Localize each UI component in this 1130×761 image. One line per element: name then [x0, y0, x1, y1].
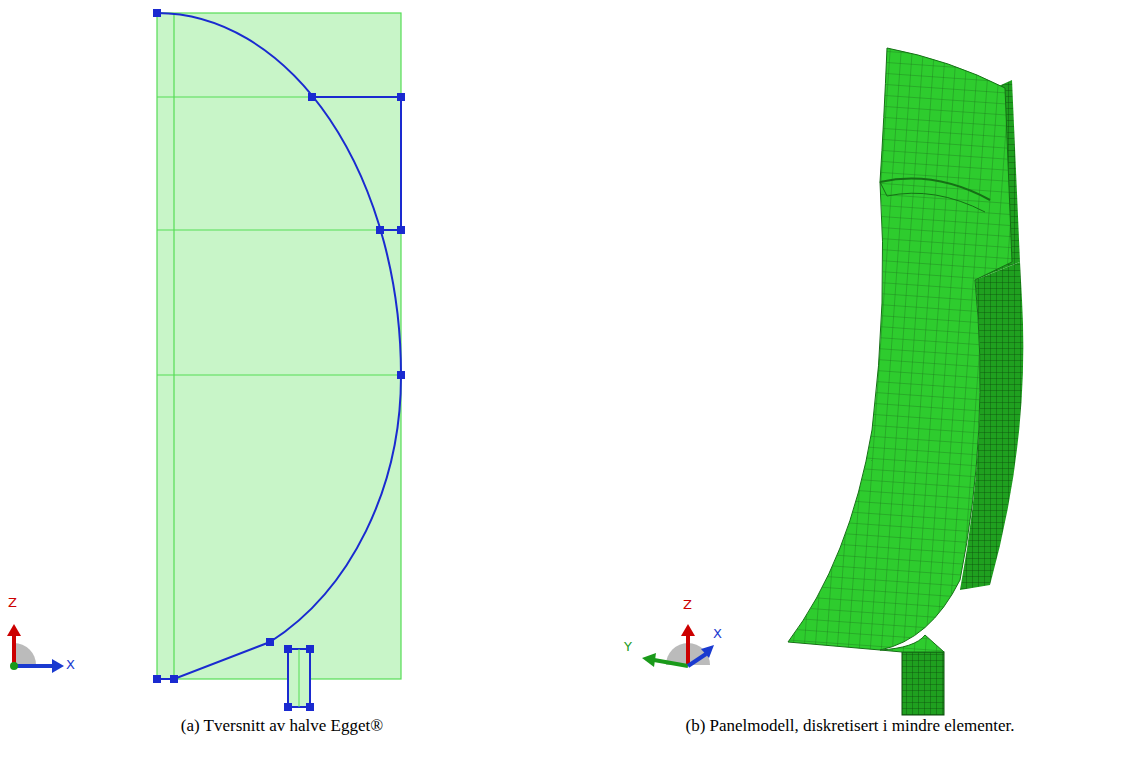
- axis-label: X: [66, 658, 75, 672]
- axis-label: X: [713, 627, 722, 641]
- axis-label: Z: [683, 598, 692, 612]
- cross-section: [153, 9, 405, 711]
- axis-triad: [642, 624, 714, 667]
- axis-triad: [7, 624, 64, 673]
- panel-model: [788, 48, 1023, 715]
- subfigure-caption: (a) Tversnitt av halve Egget®: [181, 717, 383, 736]
- axis-label: Y: [624, 640, 632, 654]
- subfigure-caption: (b) Panelmodell, diskretisert i mindre e…: [685, 717, 1014, 736]
- axis-label: Z: [8, 596, 17, 610]
